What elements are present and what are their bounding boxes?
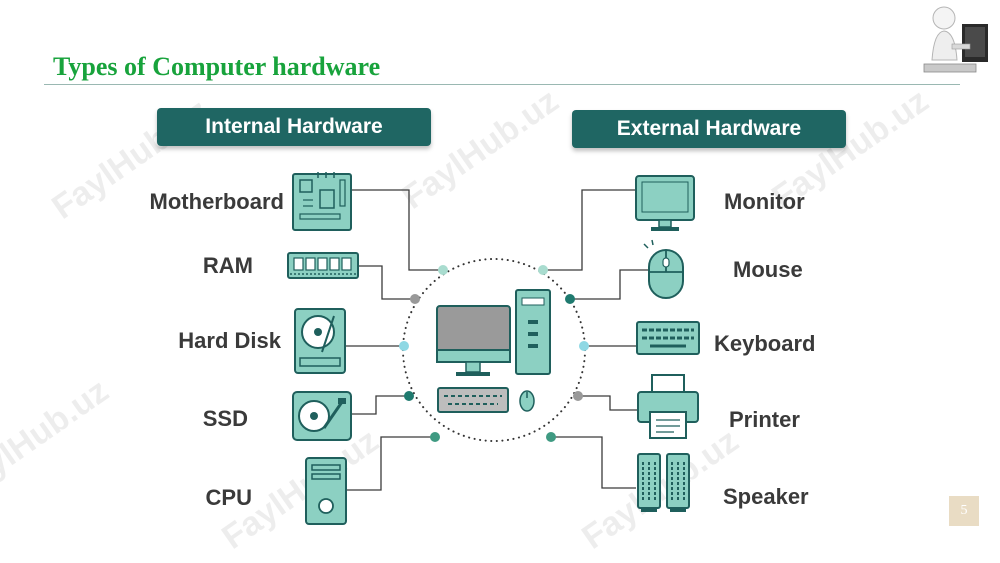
connector-dot xyxy=(430,432,440,442)
connector-line xyxy=(543,189,636,271)
external-hardware-heading: External Hardware xyxy=(572,110,846,148)
label-hard-disk: Hard Disk xyxy=(178,328,281,353)
label-keyboard: Keyboard xyxy=(714,331,816,356)
mouse-icon xyxy=(643,239,684,299)
page-number: 5 xyxy=(949,496,979,526)
label-speaker: Speaker xyxy=(723,484,809,509)
label-cpu: CPU xyxy=(205,485,252,510)
connector-line xyxy=(346,436,435,491)
connector-dot xyxy=(404,391,414,401)
ssd-icon xyxy=(292,391,352,441)
slide-title: Types of Computer hardware xyxy=(53,52,381,81)
label-ram: RAM xyxy=(202,253,253,278)
label-motherboard: Motherboard xyxy=(149,189,284,214)
speaker-icon xyxy=(637,453,690,512)
connector-dot xyxy=(438,265,448,275)
connector-dot xyxy=(565,294,575,304)
motherboard-icon xyxy=(292,172,352,231)
connector-dot xyxy=(546,432,556,442)
connector-line xyxy=(352,189,443,271)
connector-dot xyxy=(573,391,583,401)
internal-hardware-heading: Internal Hardware xyxy=(157,108,431,146)
title-divider xyxy=(44,84,960,85)
label-ssd: SSD xyxy=(202,406,248,431)
connector-line xyxy=(570,269,648,300)
connector-line xyxy=(578,395,640,411)
label-mouse: Mouse xyxy=(733,257,803,282)
connector-dot xyxy=(399,341,409,351)
monitor-icon xyxy=(635,175,695,231)
cpu-tower-icon xyxy=(305,457,347,525)
connector-dot xyxy=(579,341,589,351)
label-monitor: Monitor xyxy=(724,189,805,214)
keyboard-icon xyxy=(636,321,700,355)
ram-icon xyxy=(287,252,359,279)
printer-icon xyxy=(637,374,699,439)
connector-dot xyxy=(538,265,548,275)
desktop-computer-icon xyxy=(436,289,551,413)
label-printer: Printer xyxy=(729,407,800,432)
presenter-figure-icon xyxy=(923,6,988,73)
connector-line xyxy=(358,265,415,300)
hard-disk-icon xyxy=(294,308,346,374)
connector-line xyxy=(352,395,409,415)
connector-line xyxy=(551,436,636,489)
connector-dot xyxy=(410,294,420,304)
